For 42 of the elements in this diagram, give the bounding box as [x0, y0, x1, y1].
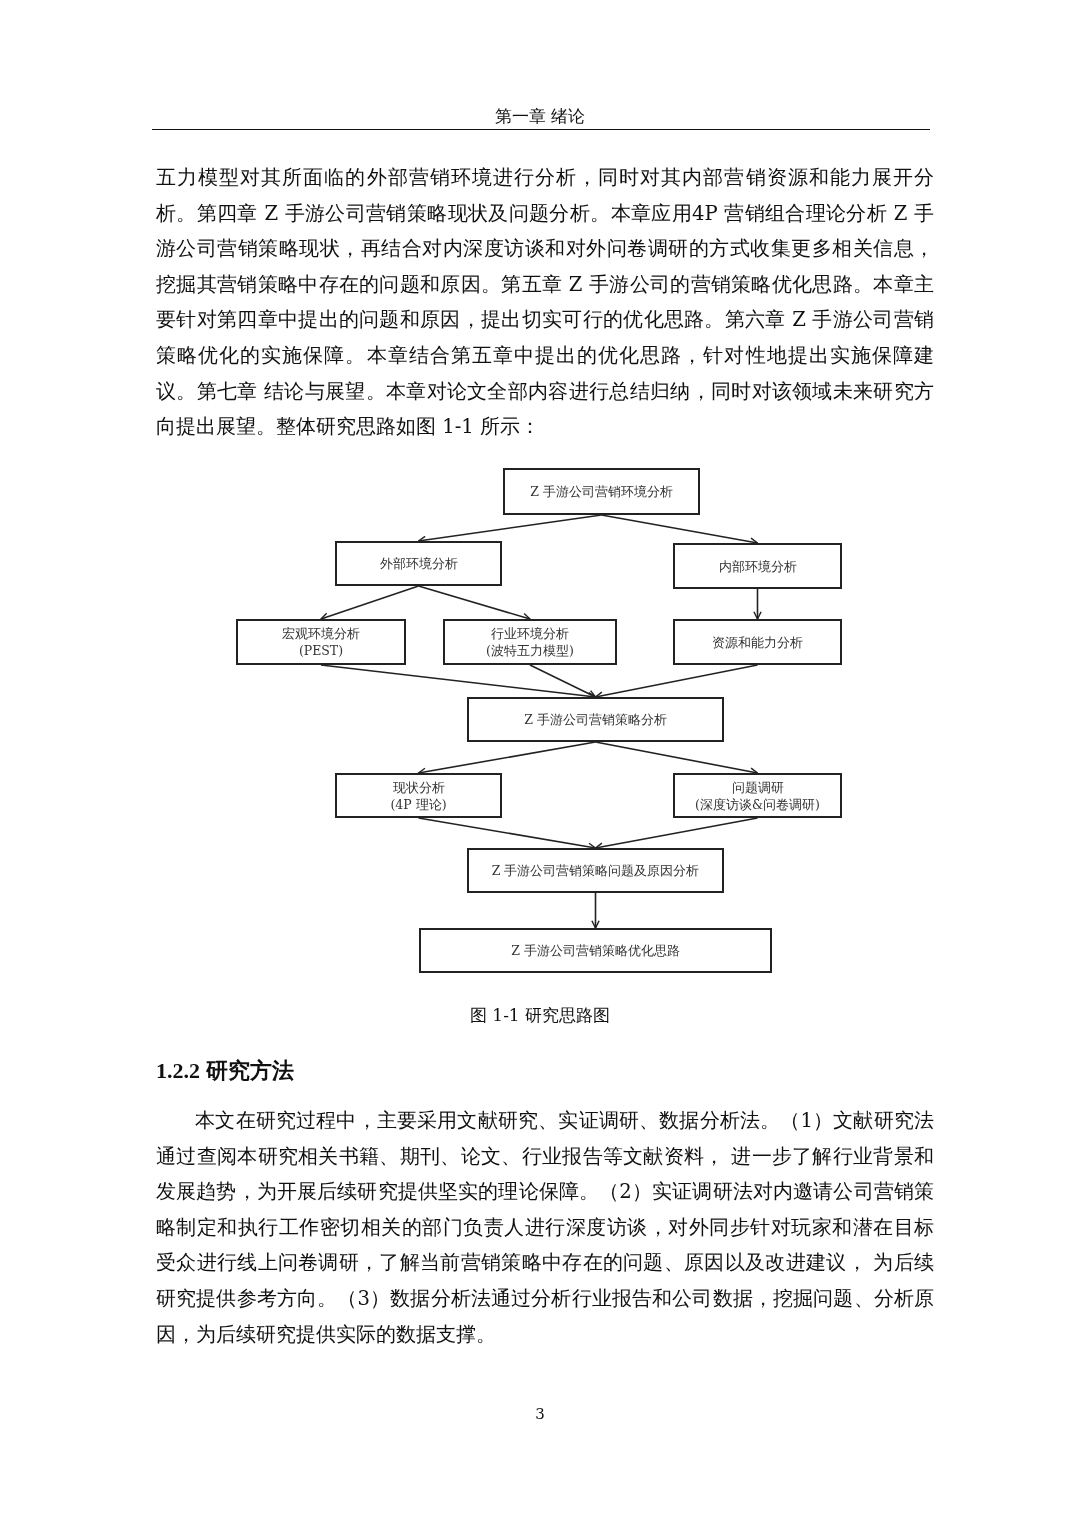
page-number: 3	[534, 1405, 546, 1423]
node-text: (深度访谈&问卷调研)	[695, 795, 820, 813]
process-box	[335, 541, 502, 586]
process-box	[467, 848, 724, 893]
node-text: Z 手游公司营销环境分析	[530, 483, 673, 500]
arrow	[417, 585, 531, 622]
node-text: (波特五力模型)	[486, 642, 574, 659]
section-heading: 1.2.2 研究方法	[156, 1057, 294, 1085]
arrow	[320, 585, 420, 621]
arrow	[529, 664, 597, 698]
figure-caption: 图 1-1 研究思路图	[468, 1004, 612, 1027]
body-paragraph: 五力模型对其所面临的外部营销环境进行分析，同时对其内部营销资源和能力展开分析。第四章 Z 手游公司营销策略现状及问题分析。本章应用4P 营销组合理论分析 Z 手游公司营销策略现状，再结合对内深度访谈和对外问卷调研的方式收集更多相关信息，挖掘其营销策略中存在的问题和原因。第五章 Z 手游公司的营销策略优化思路。本章主要针对第四章中提出的问题和原因，提出切实可行的优化思路。第六章 Z 手游公司营销策略优化的实施保障。本章结合第五章中提出的优化思路，针对性地提出实施保障建议。第七章 结论与展望。本章对论文全部内容进行总结归纳，同时对该领域未来研究方向提出展望。整体研究思路如图 1-1 所示：	[156, 165, 934, 441]
arrow	[753, 588, 762, 620]
process-box	[673, 773, 842, 818]
node-text: 资源和能力分析	[712, 633, 803, 651]
node-text: 问题调研	[731, 778, 784, 796]
process-box	[673, 619, 842, 665]
page-header: 第一章 绪论	[493, 105, 587, 128]
process-box	[419, 928, 772, 973]
process-box	[673, 543, 842, 589]
node-text: (4P 理论)	[390, 795, 447, 813]
process-box	[443, 619, 617, 665]
arrow	[594, 741, 759, 776]
arrow	[594, 817, 759, 851]
arrow	[594, 664, 759, 700]
node-text: 行业环境分析	[491, 625, 569, 642]
node-text: Z 手游公司营销策略优化思路	[511, 942, 680, 959]
arrow	[591, 892, 600, 929]
node-text: 外部环境分析	[379, 555, 458, 572]
arrow	[417, 741, 597, 776]
node-text: Z 手游公司营销策略分析	[524, 711, 667, 728]
process-box	[467, 697, 724, 742]
node-text: 现状分析	[392, 778, 445, 796]
body-paragraph: 本文在研究过程中，主要采用文献研究、实证调研、数据分析法。（1）文献研究法通过查阅本研究相关书籍、期刊、论文、行业报告等文献资料， 进一步了解行业背景和发展趋势，为开展后续研究提供坚实的理论保障。（2）实证调研法对内邀请公司营销策略制定和执行工作密切相关的部门负责人进行深度访谈，对外同步针对玩家和潜在目标受众进行线上问卷调研，了解当前营销策略中存在的问题、原因以及改进建议， 为后续研究提供参考方向。（3）数据分析法通过分析行业报告和公司数据，挖掘问题、分析原因，为后续研究提供实际的数据支撑。	[156, 1108, 934, 1348]
process-box	[335, 773, 502, 818]
arrow	[600, 514, 759, 546]
node-text: (PEST)	[298, 642, 344, 659]
node-text: Z 手游公司营销策略问题及原因分析	[491, 862, 700, 879]
node-text: 宏观环境分析	[282, 625, 360, 642]
process-box	[236, 619, 406, 665]
node-text: 内部环境分析	[718, 557, 797, 575]
process-box	[503, 468, 700, 515]
